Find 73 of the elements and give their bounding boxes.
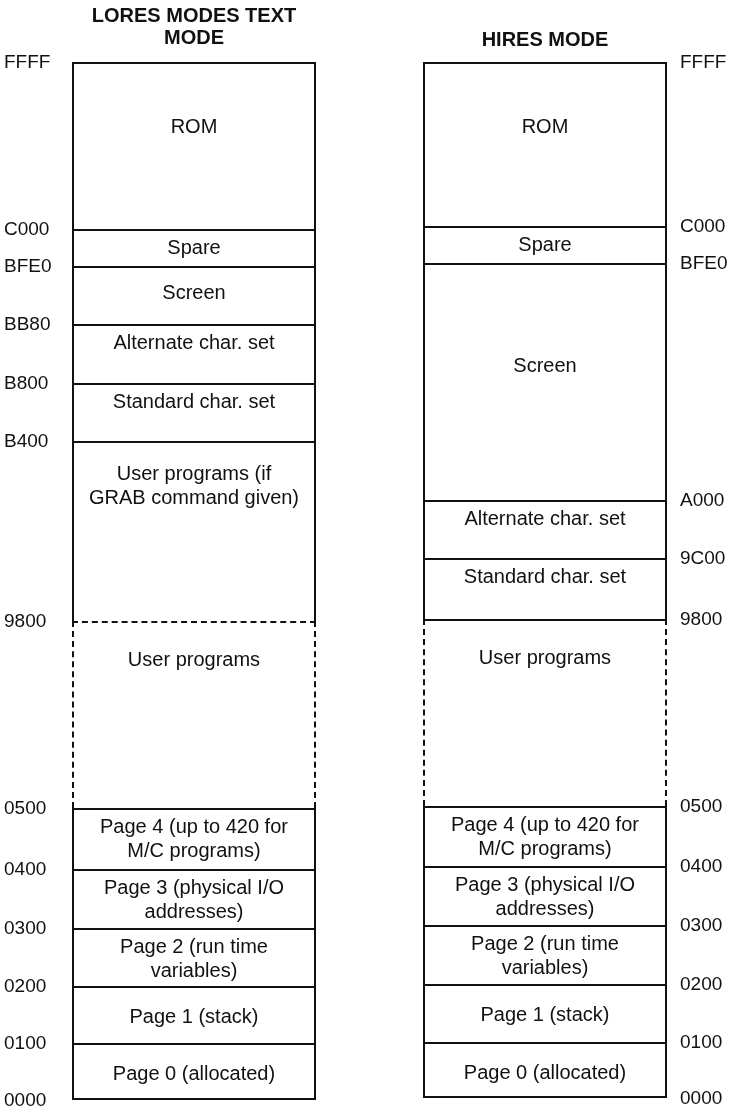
region-label: User programs [477,645,613,669]
region-label: Page 1 (stack) [479,1002,611,1026]
memory-region [72,441,316,621]
memory-region [423,984,667,1042]
memory-region [72,1043,316,1100]
region-label: Page 2 (run time variables) [470,931,620,979]
memory-region [72,62,316,229]
region-label: User programs (if GRAB command given) [87,461,301,509]
address-label: 0300 [680,914,723,936]
address-label: BFE0 [680,252,728,274]
region-label: Standard char. set [462,564,628,588]
memory-region [72,266,316,324]
region-label: Page 0 (allocated) [462,1060,628,1084]
region-label: Page 2 (run time variables) [119,934,269,982]
address-label: 9800 [680,608,723,630]
address-label: 0400 [4,858,47,880]
region-label: User programs [126,647,262,671]
address-label: BB80 [4,313,51,335]
address-label: 0500 [4,797,47,819]
memory-region [423,558,667,619]
region-label: Spare [166,235,222,259]
address-label: 9800 [4,610,47,632]
address-label: 0000 [680,1087,723,1109]
address-label: A000 [680,489,725,511]
address-label: 0100 [680,1031,723,1053]
address-label: 0400 [680,855,723,877]
region-label: ROM [169,114,219,138]
address-label: 9C00 [680,547,726,569]
address-label: FFFF [680,51,727,73]
column-heading: HIRES MODE [480,28,610,50]
memory-region [423,500,667,558]
region-label: Spare [517,232,573,256]
region-label: Alternate char. set [463,506,627,530]
address-label: FFFF [4,51,51,73]
region-label: Alternate char. set [112,330,276,354]
region-label: ROM [520,114,570,138]
memory-region [423,226,667,263]
region-label: Page 4 (up to 420 for M/C programs) [99,814,289,862]
address-label: B400 [4,430,49,452]
memory-region [72,229,316,266]
memory-region [423,806,667,866]
memory-region [72,986,316,1043]
memory-region [72,383,316,441]
memory-region [423,619,667,806]
region-label: Standard char. set [111,389,277,413]
address-label: 0200 [4,975,47,997]
memory-region [72,928,316,986]
address-label: C000 [4,218,50,240]
address-label: 0500 [680,795,723,817]
memory-region [423,62,667,226]
address-label: 0300 [4,917,47,939]
memory-region [423,925,667,984]
region-label: Page 4 (up to 420 for M/C programs) [450,812,640,860]
memory-region [72,621,316,808]
address-label: 0000 [4,1089,47,1111]
region-label: Page 0 (allocated) [111,1061,277,1085]
memory-region [423,1042,667,1098]
region-label: Page 3 (physical I/O addresses) [102,875,286,923]
region-label: Screen [512,353,578,377]
memory-region [72,324,316,383]
address-label: B800 [4,372,49,394]
memory-region [423,263,667,500]
memory-region [72,808,316,869]
region-label: Page 1 (stack) [128,1004,260,1028]
memory-region [72,869,316,928]
address-label: BFE0 [4,255,52,277]
address-label: C000 [680,215,726,237]
address-label: 0100 [4,1032,47,1054]
column-heading: LORES MODES TEXT MODE [90,4,298,48]
region-label: Page 3 (physical I/O addresses) [453,872,637,920]
region-label: Screen [161,280,227,304]
memory-region [423,866,667,925]
address-label: 0200 [680,973,723,995]
